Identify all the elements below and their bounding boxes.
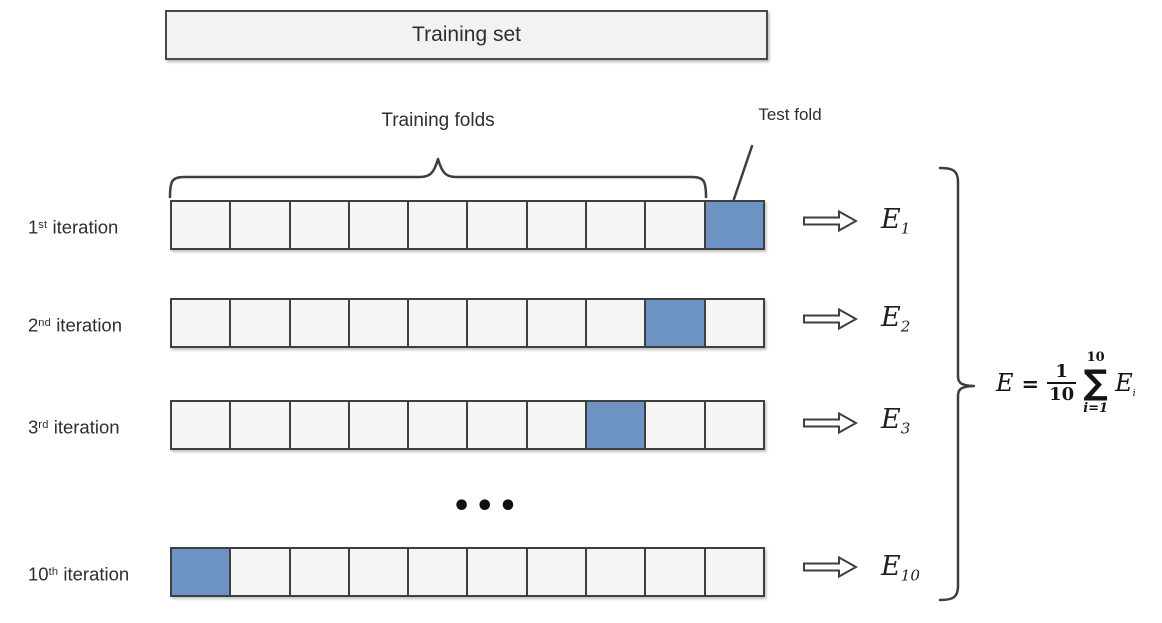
training-fold-cell xyxy=(349,202,410,248)
right-arrow-icon xyxy=(803,307,858,331)
iteration-ordinal: nd xyxy=(38,317,52,329)
test-fold-cell xyxy=(172,549,232,595)
training-fold-cell xyxy=(231,402,291,448)
error-label-e10: E10 xyxy=(881,550,920,598)
training-fold-cell xyxy=(409,549,469,595)
iteration-word: iteration xyxy=(56,314,123,336)
error-subscript: 3 xyxy=(900,419,911,438)
fold-row-iteration-3 xyxy=(170,400,765,450)
training-fold-cell xyxy=(587,549,647,595)
training-fold-cell xyxy=(231,300,291,346)
error-subscript: 1 xyxy=(900,219,911,238)
error-base: E xyxy=(881,204,901,235)
ellipsis-dots: ••• xyxy=(452,489,522,524)
iteration-label-3: 3rd iteration xyxy=(28,412,168,438)
iteration-word: iteration xyxy=(52,216,119,238)
training-folds-brace-icon xyxy=(168,157,708,199)
iteration-number: 2 xyxy=(28,314,39,336)
training-fold-cell xyxy=(172,402,232,448)
right-arrow-icon xyxy=(803,555,858,579)
training-fold-cell xyxy=(705,402,763,448)
training-fold-cell xyxy=(231,202,291,248)
error-subscript: 2 xyxy=(900,317,911,336)
error-label-e3: E3 xyxy=(881,403,910,451)
term-base: E xyxy=(1115,369,1133,397)
training-fold-cell xyxy=(527,402,588,448)
test-fold-pointer-line xyxy=(732,144,754,201)
test-fold-cell xyxy=(705,202,763,248)
training-fold-cell xyxy=(587,300,647,346)
training-fold-cell xyxy=(646,402,706,448)
training-fold-cell xyxy=(527,549,588,595)
training-fold-cell xyxy=(646,202,706,248)
training-fold-cell xyxy=(172,300,232,346)
training-fold-cell xyxy=(468,202,528,248)
error-base: E xyxy=(881,551,901,582)
equals-sign: = xyxy=(1021,370,1040,396)
iteration-label-10: 10th iteration xyxy=(28,559,168,585)
training-fold-cell xyxy=(290,549,350,595)
right-arrow-icon xyxy=(803,209,858,233)
training-set-box: Training set xyxy=(165,10,768,60)
fraction-denominator: 10 xyxy=(1047,382,1077,405)
training-fold-cell xyxy=(468,549,528,595)
fold-row-iteration-2 xyxy=(170,298,765,348)
training-fold-cell xyxy=(290,300,350,346)
training-fold-cell xyxy=(349,402,410,448)
fold-row-iteration-10 xyxy=(170,547,765,597)
fold-row-iteration-1 xyxy=(170,200,765,250)
training-fold-cell xyxy=(468,300,528,346)
fraction: 1 10 xyxy=(1047,361,1077,405)
training-folds-label: Training folds xyxy=(381,110,495,131)
training-fold-cell xyxy=(705,300,763,346)
iteration-ordinal: th xyxy=(48,566,59,578)
training-fold-cell xyxy=(349,300,410,346)
training-fold-cell xyxy=(527,202,588,248)
fraction-numerator: 1 xyxy=(1055,361,1068,382)
iteration-label-1: 1st iteration xyxy=(28,212,168,238)
training-fold-cell xyxy=(468,402,528,448)
sigma-icon: ∑ xyxy=(1083,362,1108,403)
formula-lhs: E xyxy=(996,369,1014,397)
test-fold-cell xyxy=(646,300,706,346)
training-fold-cell xyxy=(587,202,647,248)
aggregate-bracket-icon xyxy=(938,166,976,602)
summation: 10 ∑ i=1 xyxy=(1083,349,1109,416)
test-fold-label: Test fold xyxy=(758,105,822,124)
iteration-word: iteration xyxy=(53,416,120,438)
error-subscript: 10 xyxy=(900,566,920,585)
training-fold-cell xyxy=(409,402,469,448)
sum-lower-limit: i=1 xyxy=(1083,400,1109,416)
sum-upper-limit: 10 xyxy=(1086,349,1105,365)
iteration-ordinal: st xyxy=(38,219,48,231)
training-fold-cell xyxy=(231,549,291,595)
training-fold-cell xyxy=(409,300,469,346)
training-fold-cell xyxy=(349,549,410,595)
error-base: E xyxy=(881,302,901,333)
training-fold-cell xyxy=(705,549,763,595)
right-arrow-icon xyxy=(803,411,858,435)
training-fold-cell xyxy=(290,202,350,248)
iteration-label-2: 2nd iteration xyxy=(28,310,168,336)
iteration-ordinal: rd xyxy=(38,419,49,431)
training-fold-cell xyxy=(527,300,588,346)
training-fold-cell xyxy=(172,202,232,248)
term-subscript: i xyxy=(1132,388,1136,399)
iteration-word: iteration xyxy=(63,563,130,585)
iteration-number: 3 xyxy=(28,416,39,438)
error-label-e1: E1 xyxy=(881,203,910,251)
iteration-number: 1 xyxy=(28,216,39,238)
training-fold-cell xyxy=(409,202,469,248)
training-set-label: Training set xyxy=(412,23,521,46)
test-fold-cell xyxy=(587,402,647,448)
error-base: E xyxy=(881,404,901,435)
training-fold-cell xyxy=(646,549,706,595)
iteration-number: 10 xyxy=(28,563,49,585)
training-fold-cell xyxy=(290,402,350,448)
error-label-e2: E2 xyxy=(881,301,910,349)
